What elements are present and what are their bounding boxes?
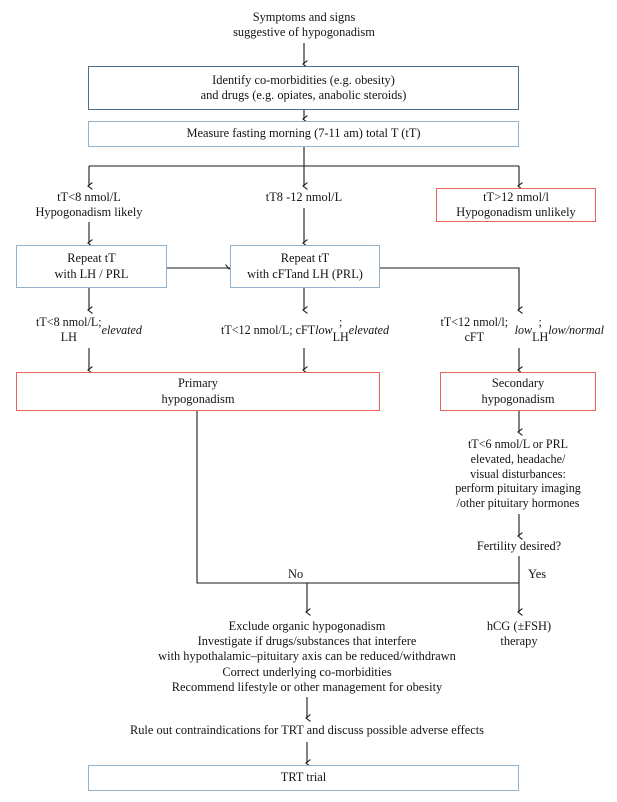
node-pituitary-workup: tT<6 nmol/L or PRL elevated, headache/ v… [455, 437, 581, 511]
node-trt-trial: TRT trial [88, 765, 519, 791]
node-condition-mid: tT<12 nmol/L; cFT low; LH elevated [220, 315, 390, 344]
node-branch-tt-mid: tT8 -12 nmol/L [265, 190, 343, 205]
edge-label-yes: Yes [526, 567, 549, 582]
node-rule-out-contraindications: Rule out contraindications for TRT and d… [129, 723, 485, 738]
edge-label-no: No [286, 567, 306, 582]
node-repeat-tt-lh-prl: Repeat tT with LH / PRL [16, 245, 167, 288]
node-branch-tt-high: tT>12 nmol/l Hypogonadism unlikely [436, 188, 596, 222]
node-secondary-hypogonadism: Secondary hypogonadism [440, 372, 596, 411]
node-condition-right: tT<12 nmol/l; cFT low; LH low/normal [440, 315, 604, 344]
node-branch-tt-low: tT<8 nmol/L Hypogonadism likely [35, 189, 143, 219]
node-primary-hypogonadism: Primary hypogonadism [16, 372, 380, 411]
node-identify-comorbidities: Identify co-morbidities (e.g. obesity) a… [88, 66, 519, 110]
node-fertility-question: Fertility desired? [476, 539, 562, 554]
node-repeat-tt-cft-lh: Repeat tT with cFTand LH (PRL) [230, 245, 380, 288]
node-start: Symptoms and signs suggestive of hypogon… [233, 9, 375, 39]
node-measure-total-t: Measure fasting morning (7-11 am) total … [88, 121, 519, 147]
node-hcg-therapy: hCG (±FSH) therapy [486, 618, 552, 648]
node-management-steps: Exclude organic hypogonadism Investigate… [158, 619, 456, 694]
node-condition-left: tT<8 nmol/L; LH elevated [36, 315, 142, 344]
